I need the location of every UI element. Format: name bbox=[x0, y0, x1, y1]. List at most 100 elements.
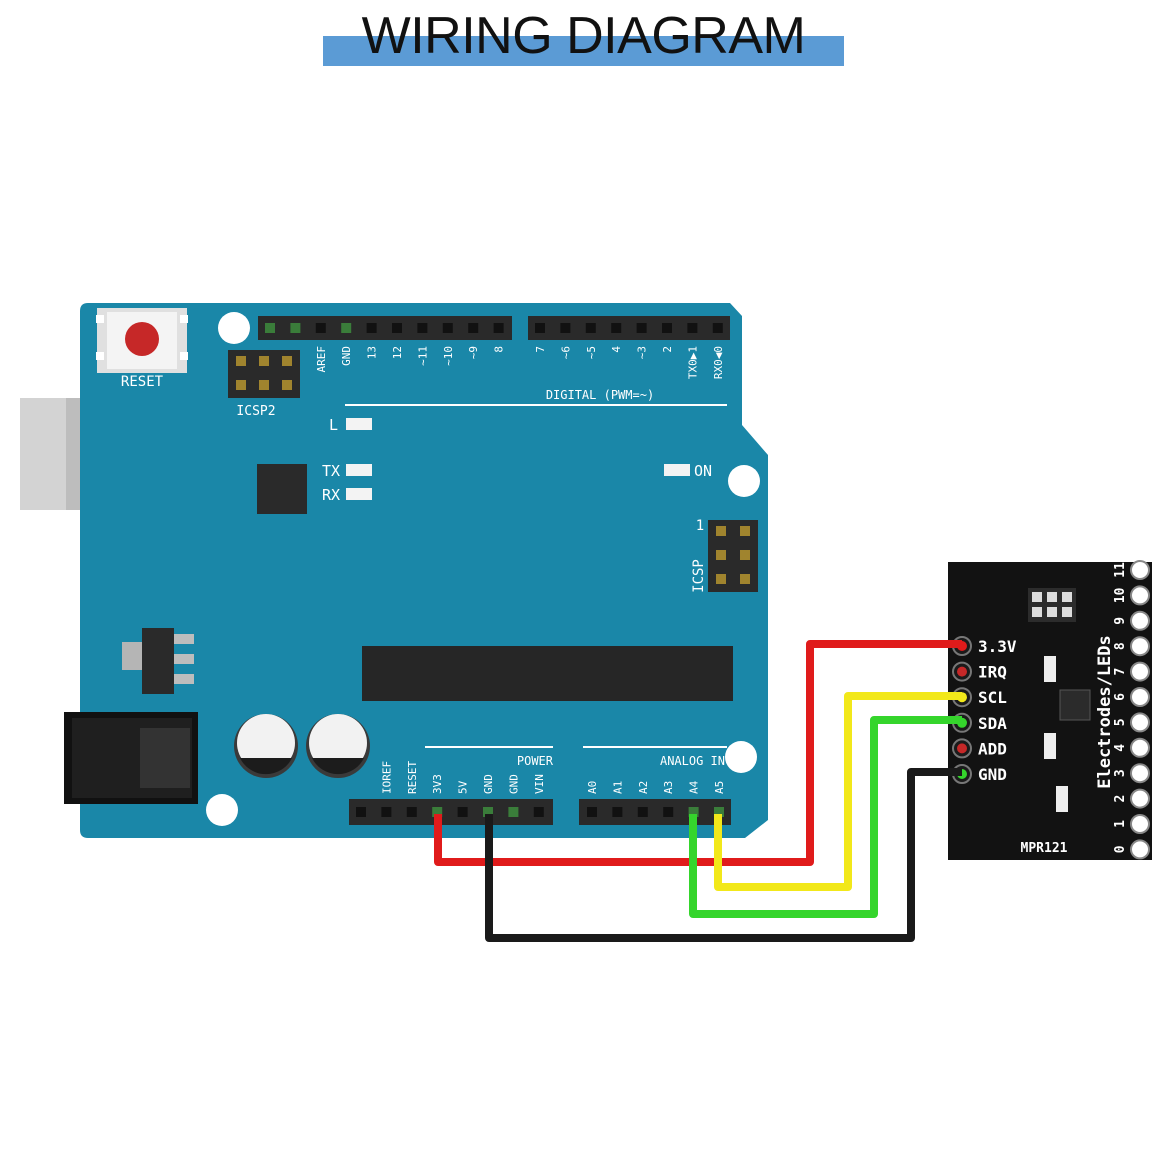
title-underline-bar bbox=[323, 36, 844, 66]
header-pin bbox=[587, 807, 597, 817]
header-pin bbox=[290, 323, 301, 333]
mpr121-side-label: Electrodes/LEDs bbox=[1095, 635, 1115, 789]
electrode-label: 11 bbox=[1113, 562, 1128, 578]
header-pin bbox=[341, 323, 352, 333]
analog-pin-label: A3 bbox=[662, 781, 675, 794]
digital-pin-label: ~5 bbox=[585, 346, 598, 359]
digital-pin-label: 12 bbox=[391, 346, 404, 359]
electrode-hole bbox=[1130, 560, 1150, 580]
header-pin bbox=[663, 807, 674, 817]
wire-gnd bbox=[485, 768, 962, 942]
header-pin bbox=[468, 323, 479, 333]
reset-button[interactable] bbox=[96, 308, 188, 373]
header-pin bbox=[611, 323, 622, 333]
digital-pin-label: 7 bbox=[534, 346, 547, 353]
header-pin bbox=[315, 323, 326, 333]
power-label: POWER bbox=[517, 754, 554, 768]
header-pin bbox=[417, 323, 428, 333]
wire-scl bbox=[714, 692, 962, 891]
title-banner: WIRING DIAGRAM bbox=[323, 8, 844, 68]
digital-pin-label: ~3 bbox=[636, 346, 649, 359]
analog-pin-row bbox=[587, 807, 724, 817]
digital-pin-label: TX0▶1 bbox=[686, 346, 699, 379]
mpr121-pin-label: IRQ bbox=[978, 663, 1007, 682]
power-pin-label: GND bbox=[507, 774, 520, 794]
led-tx-label: TX bbox=[322, 462, 340, 480]
header-pin bbox=[533, 807, 544, 817]
electrode-hole bbox=[1130, 661, 1150, 682]
digital-pin-row bbox=[265, 323, 723, 333]
mounting-hole bbox=[206, 794, 238, 826]
header-pin bbox=[493, 323, 504, 333]
analog-pin-label: A0 bbox=[586, 781, 599, 794]
mpr121-pin-label: GND bbox=[978, 765, 1007, 784]
digital-pin-label: 4 bbox=[610, 346, 623, 353]
electrode-hole bbox=[1130, 788, 1150, 809]
power-header bbox=[349, 799, 553, 825]
voltage-regulator bbox=[122, 628, 194, 694]
reset-label: RESET bbox=[121, 374, 164, 390]
header-pin bbox=[265, 323, 275, 333]
mpr121-pin-dot bbox=[957, 743, 967, 754]
electrode-label: 5 bbox=[1113, 718, 1128, 726]
analog-pin-label: A2 bbox=[637, 781, 650, 794]
wire-3v3 bbox=[434, 640, 962, 866]
mpr121-pin-label: SCL bbox=[978, 688, 1007, 707]
power-pin-label: RESET bbox=[406, 761, 419, 794]
electrode-label: 6 bbox=[1113, 693, 1128, 701]
electrode-label: 7 bbox=[1113, 668, 1128, 676]
header-pin bbox=[457, 807, 468, 817]
electrode-label: 8 bbox=[1113, 642, 1128, 650]
header-pin bbox=[356, 807, 366, 817]
digital-pin-label: 8 bbox=[493, 346, 506, 353]
power-pin-label: 3V3 bbox=[431, 774, 444, 794]
electrode-label: 4 bbox=[1113, 744, 1128, 752]
mpr121-pin-label: ADD bbox=[978, 739, 1007, 758]
electrode-hole bbox=[1130, 687, 1150, 707]
header-pin bbox=[442, 323, 453, 333]
header-pin bbox=[662, 323, 672, 333]
electrode-hole bbox=[1130, 585, 1150, 606]
electrode-hole bbox=[1130, 839, 1150, 860]
led-tx bbox=[346, 464, 372, 476]
capacitor bbox=[234, 714, 298, 778]
led-rx-label: RX bbox=[322, 486, 340, 504]
header-pin bbox=[636, 323, 647, 333]
header-pin bbox=[612, 807, 623, 817]
mpr121-pin-label: SDA bbox=[978, 714, 1007, 733]
icsp-label: ICSP bbox=[691, 559, 707, 593]
icsp-pin1-label: 1 bbox=[696, 518, 704, 534]
header-pin bbox=[366, 323, 377, 333]
led-l-label: L bbox=[329, 416, 338, 434]
mounting-hole bbox=[725, 741, 757, 773]
power-pin-label: IOREF bbox=[380, 761, 393, 794]
capacitor bbox=[306, 714, 370, 778]
power-pin-row bbox=[356, 807, 544, 817]
header-pin bbox=[712, 323, 723, 333]
usb-chip bbox=[257, 464, 307, 514]
header-pin bbox=[585, 323, 596, 333]
electrode-label: 3 bbox=[1113, 769, 1128, 777]
mpr121-name: MPR121 bbox=[1021, 841, 1068, 856]
digital-pin-label: RX0◀0 bbox=[712, 346, 725, 379]
arduino-board bbox=[80, 303, 768, 838]
electrode-label: 1 bbox=[1113, 820, 1128, 828]
wires bbox=[434, 640, 962, 942]
analog-header bbox=[579, 799, 731, 825]
digital-pin-label: ~9 bbox=[467, 346, 480, 359]
digital-pin-label: ~6 bbox=[559, 346, 572, 359]
power-pin-label: 5V bbox=[457, 780, 470, 794]
header-pin bbox=[687, 323, 698, 333]
analog-pin-label: A4 bbox=[688, 780, 701, 794]
atmega-chip bbox=[362, 646, 733, 701]
electrode-hole bbox=[1130, 712, 1150, 733]
header-pin bbox=[688, 807, 699, 817]
electrode-hole bbox=[1130, 737, 1150, 758]
analog-pin-label: A1 bbox=[611, 781, 624, 794]
header-pin bbox=[714, 807, 724, 817]
header-pin bbox=[483, 807, 493, 817]
